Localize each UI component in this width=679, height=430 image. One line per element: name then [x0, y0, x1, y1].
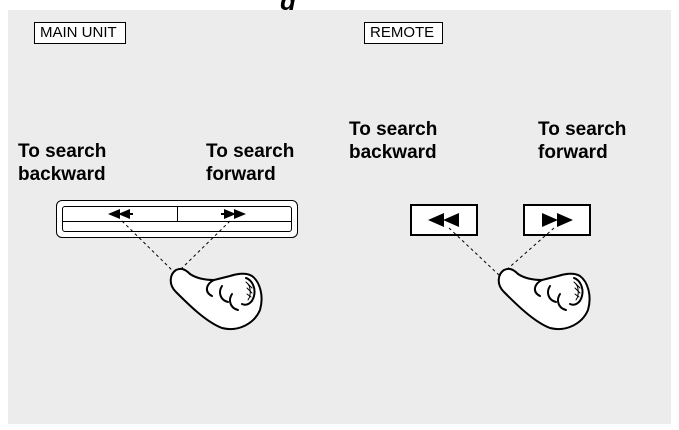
- rewind-icon: [426, 213, 462, 227]
- fast-forward-icon: [539, 213, 575, 227]
- caption-line: To search: [18, 140, 106, 163]
- rewind-icon: [105, 209, 135, 219]
- fast-forward-icon: [219, 209, 249, 219]
- remote-forward-caption: To search forward: [538, 118, 626, 164]
- caption-line: To search: [538, 118, 626, 141]
- caption-line: To search: [349, 118, 437, 141]
- remote-fast-forward-button[interactable]: [523, 204, 591, 236]
- caption-line: forward: [206, 163, 294, 186]
- remote-backward-caption: To search backward: [349, 118, 437, 164]
- main-backward-caption: To search backward: [18, 140, 106, 186]
- main-unit-button-strip: [56, 200, 298, 238]
- caption-line: backward: [18, 163, 106, 186]
- main-fast-forward-button[interactable]: [177, 207, 292, 222]
- illustration-panel: MAIN UNIT REMOTE To search backward To s…: [8, 10, 671, 424]
- main-forward-caption: To search forward: [206, 140, 294, 186]
- remote-label: REMOTE: [364, 22, 443, 44]
- main-rewind-button[interactable]: [63, 207, 177, 222]
- main-unit-label: MAIN UNIT: [34, 22, 126, 44]
- caption-line: forward: [538, 141, 626, 164]
- caption-line: To search: [206, 140, 294, 163]
- remote-rewind-button[interactable]: [410, 204, 478, 236]
- caption-line: backward: [349, 141, 437, 164]
- main-unit-button-frame: [62, 206, 292, 232]
